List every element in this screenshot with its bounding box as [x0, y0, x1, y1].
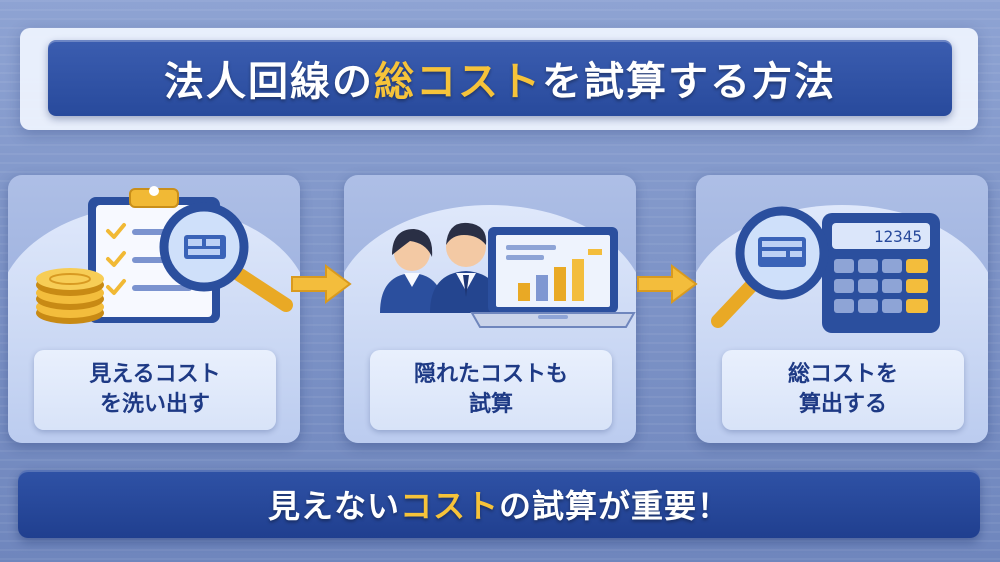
title-highlight: 総コスト	[374, 59, 542, 105]
page-title: 法人回線の総コストを試算する方法	[164, 49, 836, 107]
step-2-illustration	[380, 222, 636, 328]
step-3-line-2: 算出する	[798, 392, 887, 417]
step-3-line-1: 総コストを	[787, 362, 898, 387]
magnifier-icon	[159, 202, 293, 312]
step-3-illustration: 12345	[711, 206, 940, 333]
calculator-icon: 12345	[822, 213, 940, 333]
step-1-label: 見えるコスト を洗い出す	[34, 350, 276, 430]
footer-highlight: コスト	[399, 487, 499, 525]
coin-stack-icon	[36, 268, 104, 324]
step-1-illustration	[36, 186, 293, 324]
step-2-line-1: 隠れたコストも	[413, 362, 568, 387]
business-people-icon	[380, 222, 502, 313]
title-prefix: 法人回線の	[164, 59, 374, 105]
magnifier-icon	[711, 206, 829, 328]
step-card-1: 見えるコスト を洗い出す	[8, 175, 300, 443]
footer-prefix: 見えない	[267, 487, 400, 525]
footer-suffix: の試算が重要！	[499, 487, 731, 525]
step-card-3: 12345	[696, 175, 988, 443]
laptop-chart-icon	[470, 227, 636, 328]
calculator-display: 12345	[874, 227, 922, 246]
step-1-line-2: を洗い出す	[99, 392, 210, 417]
step-2-line-2: 試算	[468, 392, 513, 417]
step-2-label: 隠れたコストも 試算	[370, 350, 612, 430]
step-1-line-1: 見えるコスト	[89, 362, 221, 387]
arrow-right-icon	[637, 264, 698, 304]
footer-banner: 見えないコストの試算が重要！	[18, 470, 980, 538]
footer-message: 見えないコストの試算が重要！	[268, 481, 730, 527]
arrow-right-icon	[291, 264, 352, 304]
step-3-label: 総コストを 算出する	[722, 350, 964, 430]
title-banner: 法人回線の総コストを試算する方法	[48, 40, 952, 116]
title-suffix: を試算する方法	[542, 59, 836, 105]
step-card-2: 隠れたコストも 試算	[344, 175, 636, 443]
